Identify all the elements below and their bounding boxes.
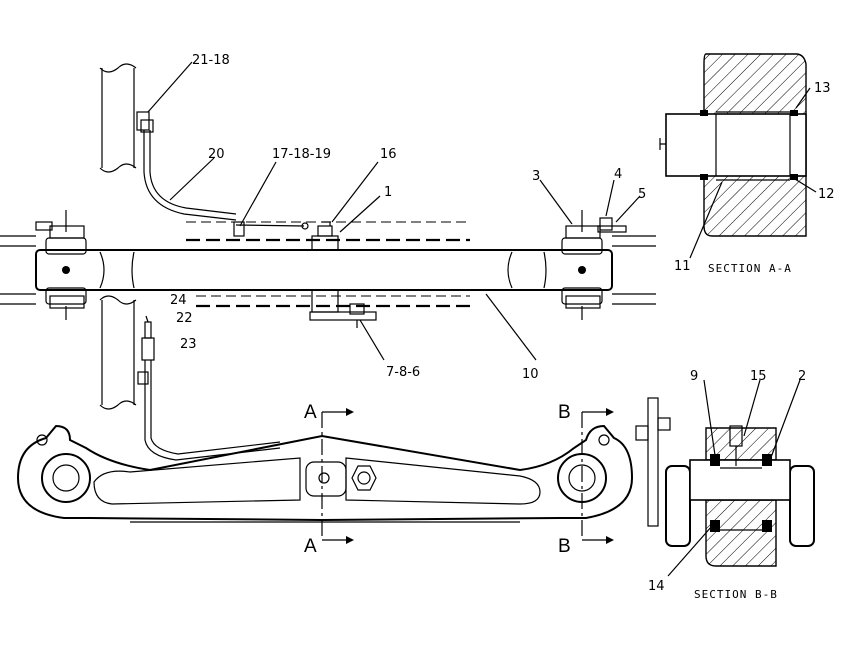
callout-3: 3	[532, 169, 540, 184]
equalizer-beam-top-view	[0, 235, 656, 305]
callout-15: 15	[750, 369, 767, 384]
hidden-lines	[186, 221, 470, 308]
section-a-a-label: SECTION A-A	[708, 262, 792, 275]
left-pin-assembly	[35, 210, 87, 320]
cut-marker-b-bottom: B	[558, 536, 571, 557]
upper-frame-member	[99, 63, 137, 173]
callout-5: 5	[638, 187, 646, 202]
callout-20: 20	[208, 147, 225, 162]
callout-17-18-19: 17-18-19	[272, 147, 331, 162]
callout-9: 9	[690, 369, 698, 384]
callout-24: 24	[170, 293, 187, 308]
center-fitting-top	[311, 221, 339, 251]
callout-4: 4	[614, 167, 622, 182]
section-b-b-view	[635, 397, 815, 567]
leader-lines	[147, 61, 817, 577]
callout-11: 11	[674, 259, 691, 274]
callout-14: 14	[648, 579, 665, 594]
hose-lower	[137, 315, 281, 461]
hose-upper	[136, 111, 309, 237]
right-pin-assembly	[561, 210, 627, 320]
callout-22: 22	[176, 311, 193, 326]
center-fitting-bottom	[309, 289, 377, 328]
section-cut-lines	[321, 408, 614, 544]
callout-16: 16	[380, 147, 397, 162]
callout-23: 23	[180, 337, 197, 352]
section-a-a-view	[659, 53, 807, 237]
section-b-b-label: SECTION B-B	[694, 588, 778, 601]
equalizer-beam-side-view	[16, 424, 634, 523]
cut-marker-b-top: B	[558, 402, 571, 423]
callout-7-8-6: 7-8-6	[386, 365, 420, 380]
cut-marker-a-bottom: A	[304, 536, 317, 557]
callout-13: 13	[814, 81, 831, 96]
callout-2: 2	[798, 369, 806, 384]
callout-1: 1	[384, 185, 392, 200]
callout-12: 12	[818, 187, 835, 202]
cut-marker-a-top: A	[304, 402, 317, 423]
lower-frame-member	[99, 295, 137, 410]
callout-10: 10	[522, 367, 539, 382]
callout-21-18: 21-18	[192, 53, 230, 68]
